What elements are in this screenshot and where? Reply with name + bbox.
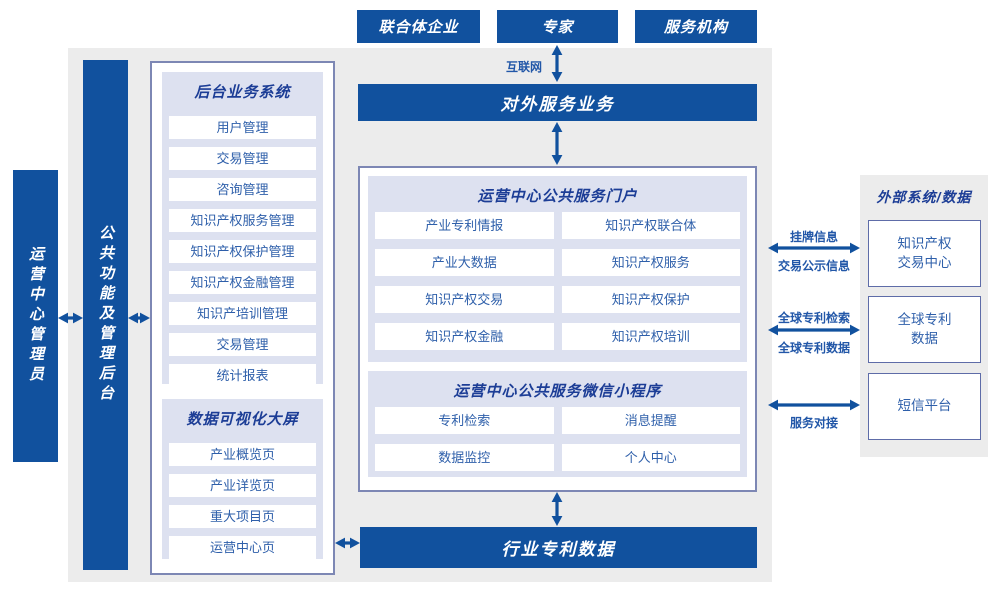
portal-grid: 产业专利情报 知识产权联合体 产业大数据 知识产权服务 知识产权交易 知识产权保… — [375, 212, 740, 350]
portal-cell: 知识产权培训 — [561, 323, 740, 350]
service-to-portal-double-arrow-icon — [551, 122, 563, 165]
industry-patent-data-bar: 行业专利数据 — [360, 527, 757, 568]
ip-exchange-double-arrow-icon — [768, 242, 860, 254]
portal-to-industry-double-arrow-icon — [551, 492, 563, 526]
portal-cell: 知识产权服务 — [561, 249, 740, 276]
miniprogram-title: 运营中心公共服务微信小程序 — [453, 383, 662, 400]
backend-leftbox-double-arrow-icon — [128, 312, 150, 324]
external-system-ip-exchange: 知识产权 交易中心 — [868, 220, 981, 287]
miniprogram-cell: 专利检索 — [375, 407, 554, 434]
admin-backend-double-arrow-icon — [58, 312, 83, 324]
miniprogram-grid: 专利检索 消息提醒 数据监控 个人中心 — [375, 407, 740, 471]
portal-cell: 知识产权保护 — [561, 286, 740, 313]
external-system-global-patent: 全球专利 数据 — [868, 296, 981, 363]
portal-cell: 产业专利情报 — [375, 212, 554, 239]
service-connect-label: 服务对接 — [789, 416, 838, 430]
leftbox-industry-double-arrow-icon — [335, 537, 360, 549]
backend-item: 知识产权金融管理 — [169, 271, 316, 294]
backend-item: 知识产培训管理 — [169, 302, 316, 325]
external-system-line: 知识产权 — [897, 235, 952, 251]
public-function-backend-bar: 公共功能及管理后台 — [83, 60, 128, 570]
external-system-line: 数据 — [911, 330, 938, 346]
dashboard-title: 数据可视化大屏 — [186, 411, 299, 428]
backend-item: 咨询管理 — [169, 178, 316, 201]
backend-item: 交易管理 — [169, 333, 316, 356]
miniprogram-panel: 运营中心公共服务微信小程序 专利检索 消息提醒 数据监控 个人中心 — [368, 371, 747, 477]
actor-experts: 专家 — [497, 10, 618, 43]
service-connect-double-arrow-icon — [768, 399, 860, 411]
external-system-line: 短信平台 — [897, 398, 952, 414]
backend-system-title: 后台业务系统 — [194, 84, 291, 101]
dashboard-item: 运营中心页 — [169, 536, 316, 559]
backend-item: 知识产权保护管理 — [169, 240, 316, 263]
external-service-bar: 对外服务业务 — [358, 84, 757, 121]
miniprogram-cell: 个人中心 — [561, 444, 740, 471]
global-patent-search-label: 全球专利检索 — [777, 311, 850, 325]
backend-item: 用户管理 — [169, 116, 316, 139]
listing-info-label: 挂牌信息 — [789, 230, 838, 244]
dashboard-panel: 数据可视化大屏 产业概览页 产业详览页 重大项目页 运营中心页 — [162, 399, 323, 559]
miniprogram-cell: 消息提醒 — [561, 407, 740, 434]
internet-label: 互联网 — [505, 60, 542, 74]
dashboard-item: 重大项目页 — [169, 505, 316, 528]
external-system-line: 全球专利 — [897, 311, 952, 327]
external-system-sms-platform: 短信平台 — [868, 373, 981, 440]
actor-service-agencies: 服务机构 — [635, 10, 757, 43]
backend-item: 统计报表 — [169, 364, 316, 387]
miniprogram-cell: 数据监控 — [375, 444, 554, 471]
trade-publicity-label: 交易公示信息 — [777, 259, 850, 273]
dashboard-item: 产业概览页 — [169, 443, 316, 466]
external-system-line: 交易中心 — [897, 254, 952, 270]
portal-cell: 知识产权联合体 — [561, 212, 740, 239]
backend-item: 知识产权服务管理 — [169, 209, 316, 232]
portal-cell: 知识产权交易 — [375, 286, 554, 313]
global-patent-data-label: 全球专利数据 — [777, 341, 850, 355]
actor-consortium-enterprises: 联合体企业 — [357, 10, 480, 43]
portal-panel: 运营中心公共服务门户 产业专利情报 知识产权联合体 产业大数据 知识产权服务 知… — [368, 176, 747, 362]
global-patent-double-arrow-icon — [768, 324, 860, 336]
portal-title: 运营中心公共服务门户 — [477, 188, 638, 205]
portal-cell: 产业大数据 — [375, 249, 554, 276]
backend-item: 交易管理 — [169, 147, 316, 170]
external-panel-title: 外部系统/数据 — [876, 189, 972, 205]
backend-system-panel: 后台业务系统 用户管理 交易管理 咨询管理 知识产权服务管理 知识产权保护管理 … — [162, 72, 323, 387]
operation-center-admin-bar: 运营中心管理员 — [13, 170, 58, 462]
internet-double-arrow-icon — [551, 45, 563, 82]
dashboard-item: 产业详览页 — [169, 474, 316, 497]
portal-cell: 知识产权金融 — [375, 323, 554, 350]
